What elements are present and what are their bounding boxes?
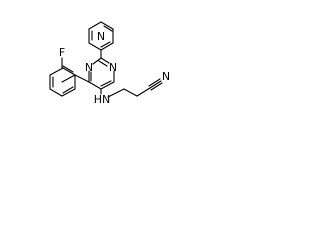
fluorine-label: F <box>59 46 65 59</box>
pyridine-ring <box>88 21 114 51</box>
pyrimidine-n3-label: N <box>109 61 117 74</box>
amine-nh-label: HN <box>94 93 111 106</box>
aminopropanenitrile-chain <box>100 78 163 98</box>
pyridine-nitrogen-label: N <box>97 30 105 43</box>
molecule-structure: N N N F HN N <box>49 21 170 106</box>
fluorophenyl-ring <box>49 57 90 97</box>
nitrile-nitrogen-label: N <box>162 70 170 83</box>
pyrimidine-ring <box>88 57 115 90</box>
pyrimidine-n1-label: N <box>85 61 93 74</box>
